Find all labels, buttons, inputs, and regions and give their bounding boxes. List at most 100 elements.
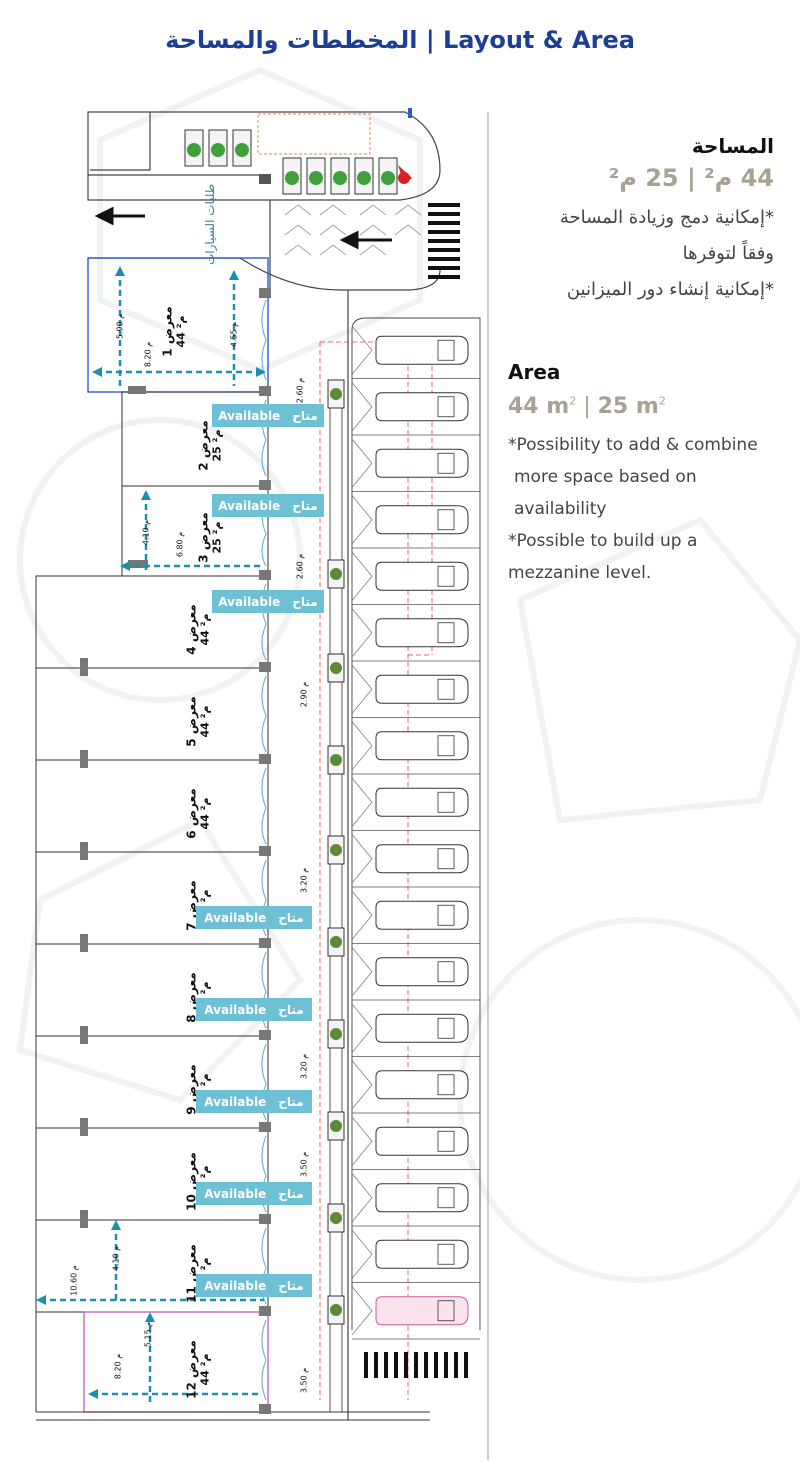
note-combine-en-3: availability xyxy=(514,499,607,519)
parked-car xyxy=(375,561,469,591)
parked-car xyxy=(375,900,469,930)
car-windshield xyxy=(437,509,455,531)
parking-marking xyxy=(351,1229,373,1279)
car-windshield xyxy=(437,622,455,644)
parking-marking xyxy=(351,608,373,658)
parked-car xyxy=(375,335,469,365)
background-pattern xyxy=(16,66,800,1283)
dim-label: 8.20 م xyxy=(143,341,153,368)
parked-car xyxy=(375,1183,469,1213)
dim-label: 3.20 م xyxy=(299,1053,309,1080)
showroom-label-4: معرض 4 44 م² xyxy=(184,604,212,655)
parked-car xyxy=(375,1239,469,1269)
sup-a: 2 xyxy=(569,394,577,408)
columns xyxy=(80,288,271,1414)
sup-b: 2 xyxy=(658,394,666,408)
zebra-crossing-bottom xyxy=(364,1352,468,1378)
dimension-arrows xyxy=(40,270,264,1406)
planters-top xyxy=(184,108,412,195)
area-heading-en: Area xyxy=(508,360,561,384)
car-windshield xyxy=(437,678,455,700)
page-title: المخططات والمساحة | Layout & Area xyxy=(165,26,635,54)
walkway xyxy=(329,380,343,1412)
area-value-25: 25 m xyxy=(597,394,659,419)
note-combine-en: *Possibility to add & combine xyxy=(508,435,758,455)
note-mezzanine-en: *Possible to build up a xyxy=(508,531,698,551)
parking-spaces xyxy=(351,325,480,1340)
car-windshield xyxy=(437,791,455,813)
road-chevrons xyxy=(284,204,422,256)
parking-marking xyxy=(351,721,373,771)
entrance-label: طلبات السيارات xyxy=(203,183,217,265)
showroom-label-12: معرض 12 44 م² xyxy=(184,1340,212,1399)
car-windshield xyxy=(437,961,455,983)
note-mezzanine-ar: *إمكانية إنشاء دور الميزانين xyxy=(566,279,774,300)
dim-label: 10.60 م xyxy=(69,1265,79,1296)
walkway-planters xyxy=(327,379,345,1325)
area-value-44: 44 m xyxy=(508,394,570,419)
parking-marking xyxy=(351,947,373,997)
parking-marking xyxy=(351,664,373,714)
dim-label: 3.50 م xyxy=(299,1151,309,1178)
showroom-label-1: معرض 1 44 م² xyxy=(160,306,188,357)
car-windshield xyxy=(437,904,455,926)
parked-car xyxy=(375,448,469,478)
parked-car xyxy=(375,844,469,874)
parking-marking xyxy=(351,551,373,601)
parked-car xyxy=(375,1013,469,1043)
parking-marking xyxy=(351,777,373,827)
area-values-ar: 44 م² | 25 م² xyxy=(608,164,774,192)
dim-label: 5.15 م xyxy=(143,1321,153,1348)
dim-label: 4.55 م xyxy=(229,321,239,348)
parking-marking xyxy=(351,325,373,375)
car-windshield xyxy=(437,565,455,587)
parked-car xyxy=(375,787,469,817)
car-windshield xyxy=(437,1130,455,1152)
parking-marking xyxy=(351,1173,373,1223)
car-windshield xyxy=(437,1017,455,1039)
car-windshield xyxy=(437,339,455,361)
parking-marking xyxy=(351,495,373,545)
note-combine-ar: *إمكانية دمج وزيادة المساحة xyxy=(559,207,774,228)
car-windshield xyxy=(437,735,455,757)
dim-label: 3.50 م xyxy=(299,1367,309,1394)
dim-label: 4.10 م xyxy=(111,1245,121,1272)
parking-marking xyxy=(351,890,373,940)
parking-bays xyxy=(351,317,481,1330)
showrooms-building xyxy=(35,257,430,1421)
parking-marking xyxy=(351,438,373,488)
car-windshield xyxy=(437,396,455,418)
parking-marking xyxy=(351,1003,373,1053)
car-windshield xyxy=(437,1187,455,1209)
car-windshield xyxy=(437,848,455,870)
parked-car xyxy=(375,505,469,535)
parking-marking xyxy=(351,382,373,432)
car-windshield xyxy=(437,1300,455,1322)
parked-car xyxy=(375,1126,469,1156)
parked-car xyxy=(375,392,469,422)
parked-car xyxy=(375,618,469,648)
parked-car xyxy=(375,1070,469,1100)
parked-car xyxy=(375,731,469,761)
parked-car xyxy=(375,957,469,987)
area-heading-ar: المساحة xyxy=(691,134,774,158)
car-windshield xyxy=(437,452,455,474)
area-info-arabic: المساحة 44 م² | 25 م² *إمكانية دمج وزياد… xyxy=(474,134,774,308)
parked-car xyxy=(375,1296,469,1326)
dim-label: 2.60 م xyxy=(295,553,305,580)
dim-label: 4.10 م xyxy=(141,519,151,546)
direction-arrows xyxy=(94,206,392,250)
showroom-label-5: معرض 5 44 م² xyxy=(184,696,212,747)
entrance-road xyxy=(87,111,441,1420)
dim-label: 6.80 م xyxy=(175,531,185,558)
car-windshield xyxy=(437,1243,455,1265)
showroom-label-6: معرض 6 44 م² xyxy=(184,788,212,839)
